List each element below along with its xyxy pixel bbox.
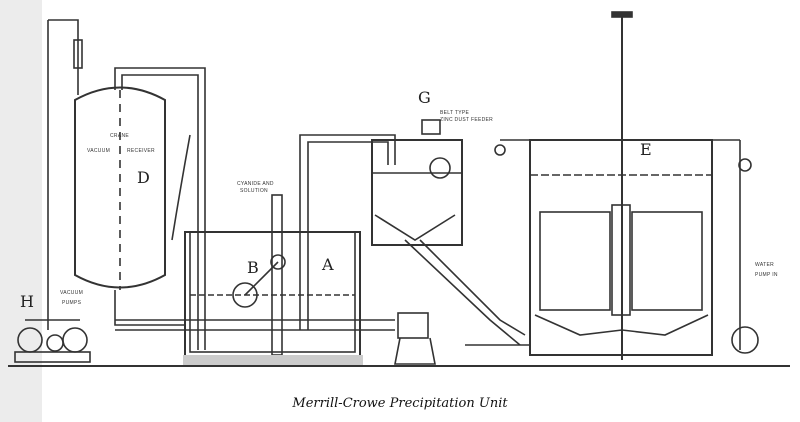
note-feeder-1: BELT TYPE bbox=[440, 110, 470, 116]
label-b: B bbox=[247, 258, 259, 277]
note-feeder-2: ZINC DUST FEEDER bbox=[440, 117, 494, 123]
precipitation-cone-g bbox=[371, 119, 530, 346]
label-e: E bbox=[640, 140, 652, 159]
feed-pipe bbox=[299, 134, 396, 330]
filter-tank-e bbox=[494, 11, 759, 360]
note-receiver-top: CRANE bbox=[110, 133, 130, 139]
note-pumps-2: PUMPS bbox=[62, 300, 82, 306]
note-solution-1: CYANIDE AND bbox=[237, 181, 274, 187]
note-water-1: WATER bbox=[755, 262, 774, 268]
bypass-pipe bbox=[171, 134, 191, 241]
main-pipe bbox=[115, 319, 395, 331]
note-water-2: PUMP IN bbox=[755, 272, 778, 278]
clarified-tank-a bbox=[184, 194, 361, 365]
note-receiver-right: RECEIVER bbox=[127, 148, 155, 154]
note-pumps-1: VACUUM bbox=[60, 290, 84, 296]
label-h: H bbox=[20, 292, 34, 311]
note-solution-2: SOLUTION bbox=[240, 188, 268, 194]
figure-caption: Merrill-Crowe Precipitation Unit bbox=[292, 396, 508, 411]
pump-motor bbox=[397, 312, 429, 339]
label-d: D bbox=[137, 168, 150, 187]
label-a: A bbox=[322, 255, 334, 274]
label-g: G bbox=[418, 88, 431, 107]
vacuum-line bbox=[47, 19, 79, 330]
note-receiver-left: VACUUM bbox=[87, 148, 111, 154]
riser-pipe bbox=[114, 67, 206, 350]
vacuum-pumps-h bbox=[14, 319, 91, 363]
vacuum-receiver-d bbox=[74, 86, 185, 326]
gauge bbox=[73, 39, 83, 69]
